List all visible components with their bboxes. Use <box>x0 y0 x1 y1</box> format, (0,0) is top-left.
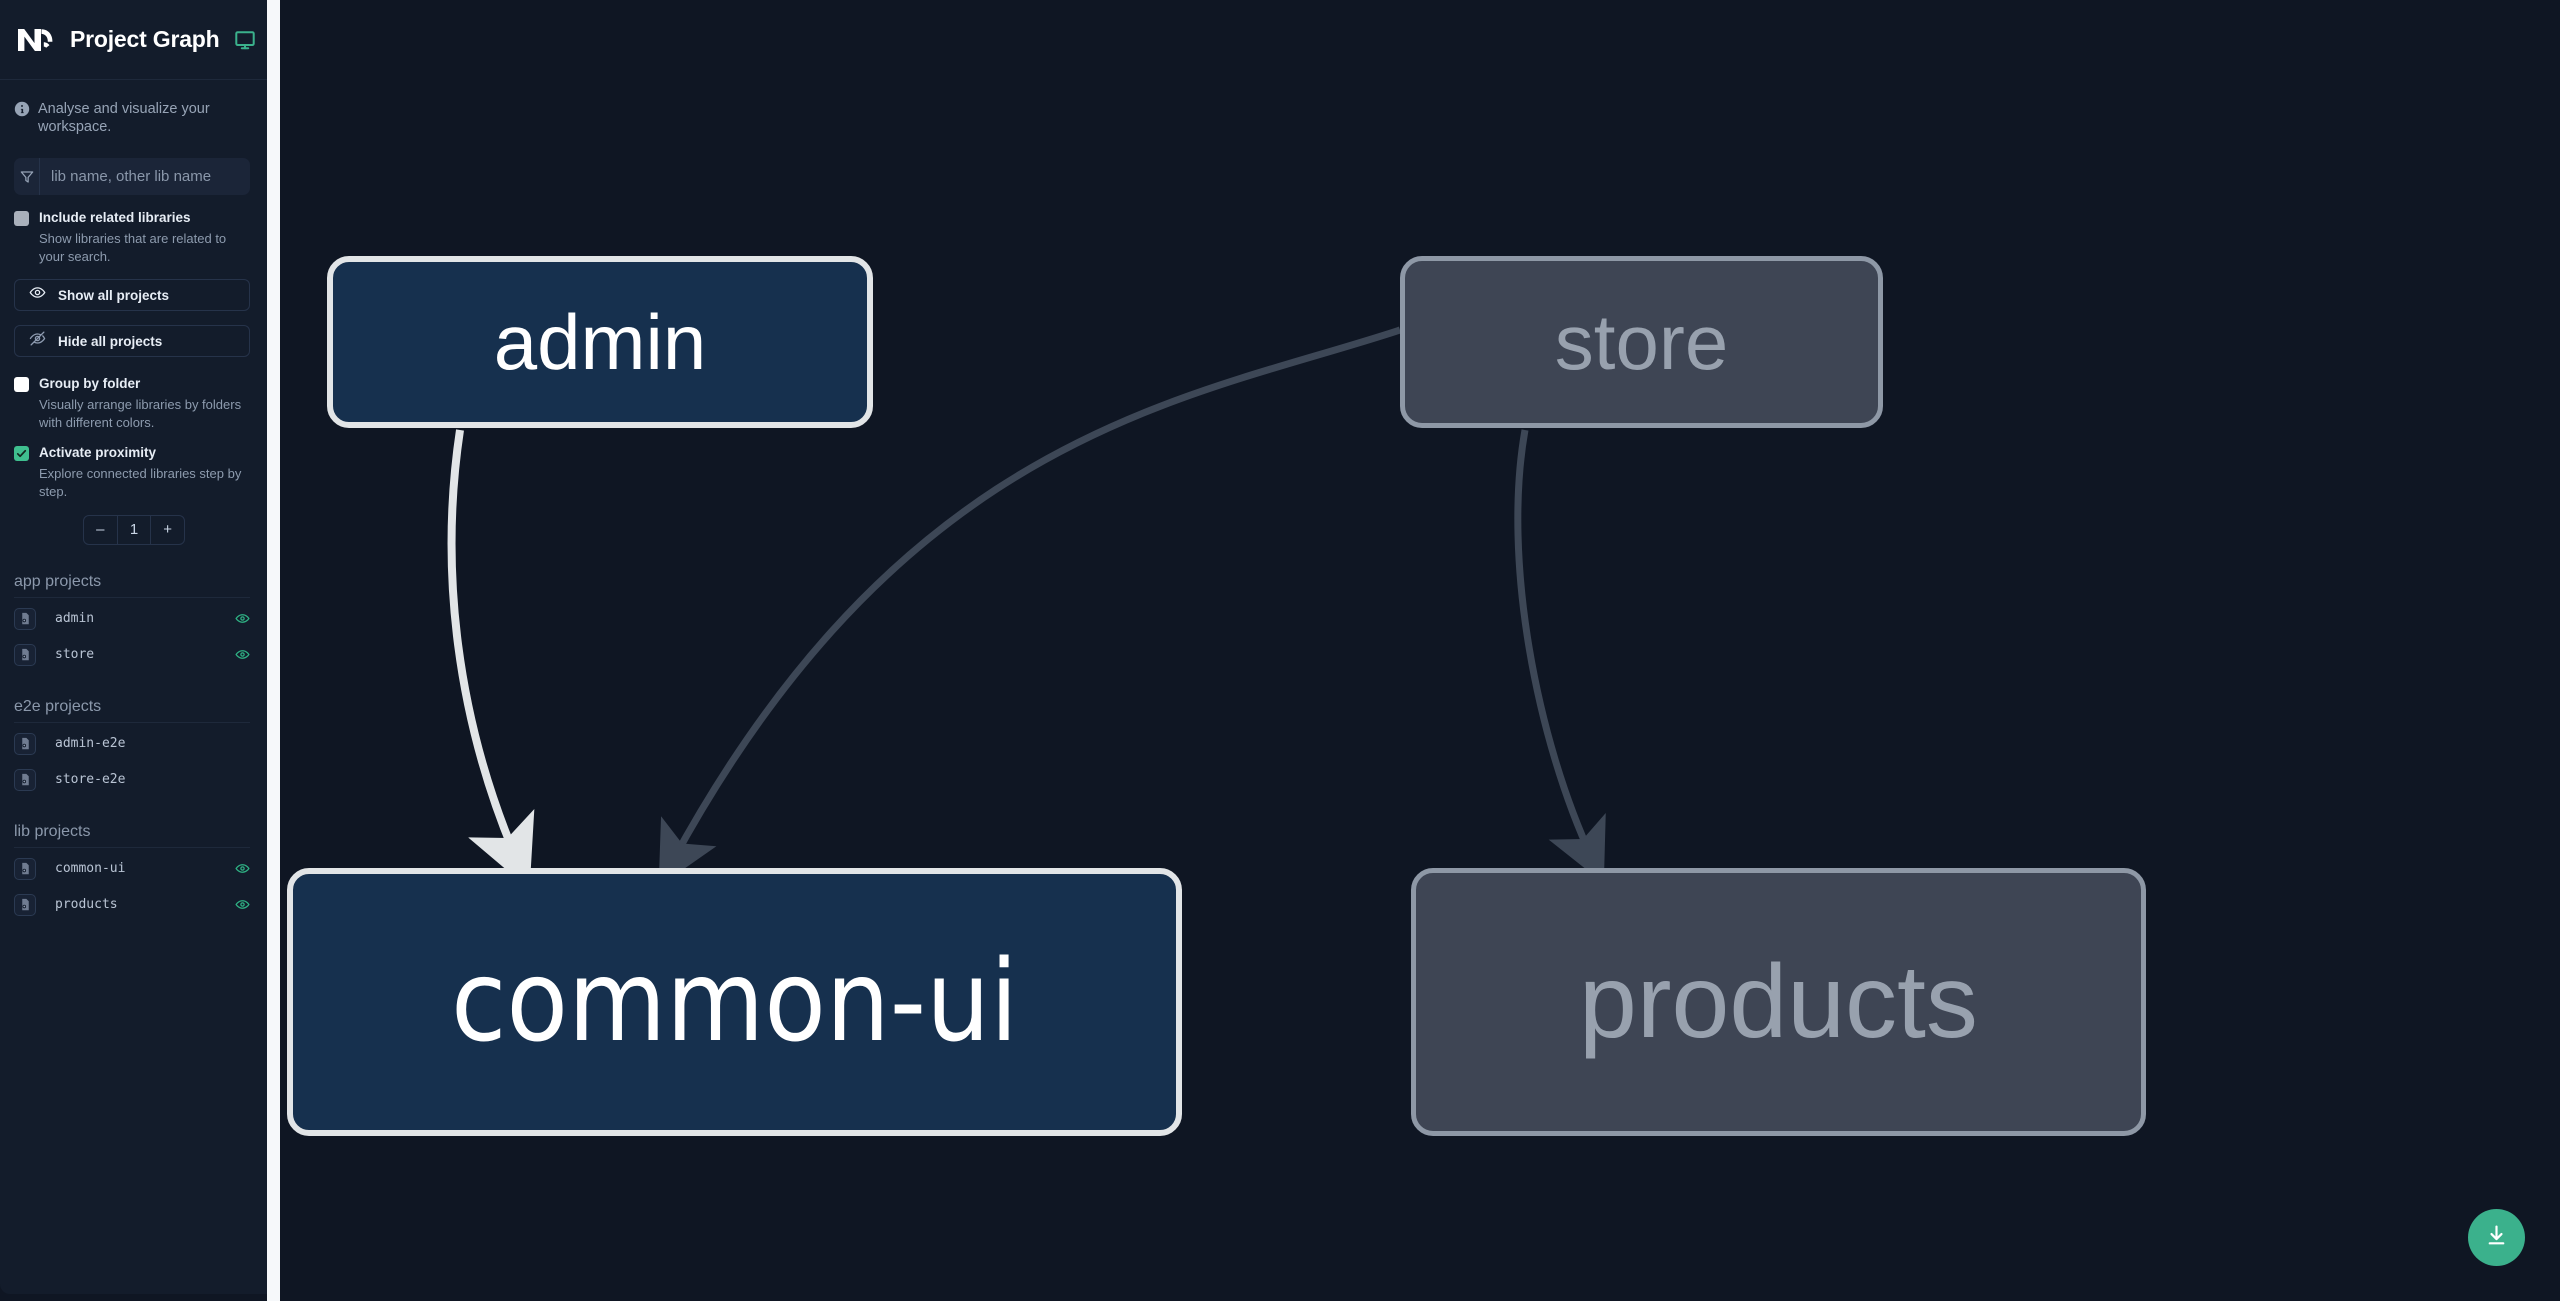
project-name: store <box>55 647 95 663</box>
eye-off-icon <box>29 330 46 352</box>
edge-store-to-common-ui <box>658 326 1402 887</box>
project-icon <box>14 857 36 880</box>
graph-node-common-ui[interactable]: common-ui <box>287 868 1182 1136</box>
option-include-related-libraries[interactable]: Include related libraries Show libraries… <box>0 195 268 265</box>
download-icon <box>2484 1223 2509 1253</box>
tagline-text: Analyse and visualize your workspace. <box>38 101 210 136</box>
project-icon <box>14 607 36 630</box>
graph-edges <box>447 326 1606 890</box>
project-icon <box>14 893 36 916</box>
project-row-common-ui[interactable]: common-ui <box>14 854 250 884</box>
project-name: admin-e2e <box>55 736 126 752</box>
edge-admin-to-common-ui <box>447 429 535 890</box>
option-description: Visually arrange libraries by folders wi… <box>39 397 242 430</box>
option-label: Include related libraries <box>39 210 191 226</box>
option-description: Explore connected libraries step by step… <box>39 466 242 499</box>
checkbox-include-related-libraries[interactable] <box>14 211 29 227</box>
group-title-lib-projects: lib projects <box>14 823 250 848</box>
option-description: Show libraries that are related to your … <box>39 231 227 264</box>
search-input[interactable] <box>40 158 250 196</box>
hide-all-projects-button[interactable]: Hide all projects <box>14 325 250 358</box>
option-label: Activate proximity <box>39 445 157 461</box>
show-all-projects-button[interactable]: Show all projects <box>14 279 250 312</box>
checkbox-activate-proximity[interactable] <box>14 446 29 462</box>
edge-store-to-products <box>1514 429 1606 884</box>
project-row-admin[interactable]: admin <box>14 604 250 634</box>
sidebar-divider <box>280 0 287 1301</box>
sidebar-scrollbar[interactable] <box>267 0 280 1301</box>
eye-icon[interactable] <box>235 897 250 912</box>
project-row-store[interactable]: store <box>14 640 250 670</box>
show-all-projects-label: Show all projects <box>58 287 170 303</box>
project-icon <box>14 768 36 791</box>
eye-icon[interactable] <box>235 861 250 876</box>
tagline: Analyse and visualize your workspace. <box>0 80 268 136</box>
app-title: Project Graph <box>70 26 220 52</box>
graph-node-store[interactable]: store <box>1400 256 1883 428</box>
project-name: store-e2e <box>55 772 126 788</box>
proximity-decrement-button[interactable]: – <box>96 521 105 539</box>
proximity-value: 1 <box>116 515 152 544</box>
eye-icon <box>29 284 46 306</box>
proximity-increment-button[interactable]: + <box>163 521 173 539</box>
info-icon <box>14 101 30 117</box>
project-graph-canvas[interactable]: admin store common-ui products <box>287 0 2560 1301</box>
eye-icon[interactable] <box>235 647 250 662</box>
project-row-admin-e2e[interactable]: admin-e2e <box>14 729 250 759</box>
search-bar[interactable] <box>14 158 250 196</box>
download-graph-button[interactable] <box>2468 1209 2525 1266</box>
graph-node-label: common-ui <box>450 937 1019 1067</box>
group-title-e2e-projects: e2e projects <box>14 698 250 723</box>
graph-node-label: store <box>1554 298 1729 386</box>
graph-node-admin[interactable]: admin <box>327 256 873 428</box>
hide-all-projects-label: Hide all projects <box>58 333 163 349</box>
option-label: Group by folder <box>39 376 141 392</box>
graph-node-products[interactable]: products <box>1411 868 2146 1136</box>
eye-icon[interactable] <box>235 611 250 626</box>
sidebar-header: Project Graph <box>0 0 268 80</box>
proximity-stepper[interactable]: – 1 + <box>83 514 185 545</box>
group-title-app-projects: app projects <box>14 573 250 598</box>
graph-node-label: admin <box>493 298 707 386</box>
checkbox-group-by-folder[interactable] <box>14 377 29 393</box>
project-name: products <box>55 897 118 913</box>
graph-node-label: products <box>1579 944 1978 1060</box>
project-name: admin <box>55 611 95 627</box>
nx-logo-icon <box>14 20 60 60</box>
project-row-store-e2e[interactable]: store-e2e <box>14 765 250 795</box>
funnel-icon <box>14 158 40 196</box>
monitor-icon[interactable] <box>234 29 256 51</box>
project-icon <box>14 643 36 666</box>
option-activate-proximity[interactable]: Activate proximity Explore connected lib… <box>0 431 268 500</box>
sidebar: Project Graph Analyse and visualize your… <box>0 0 268 1294</box>
project-icon <box>14 732 36 755</box>
option-group-by-folder[interactable]: Group by folder Visually arrange librari… <box>0 357 268 431</box>
project-name: common-ui <box>55 861 126 877</box>
project-row-products[interactable]: products <box>14 890 250 920</box>
